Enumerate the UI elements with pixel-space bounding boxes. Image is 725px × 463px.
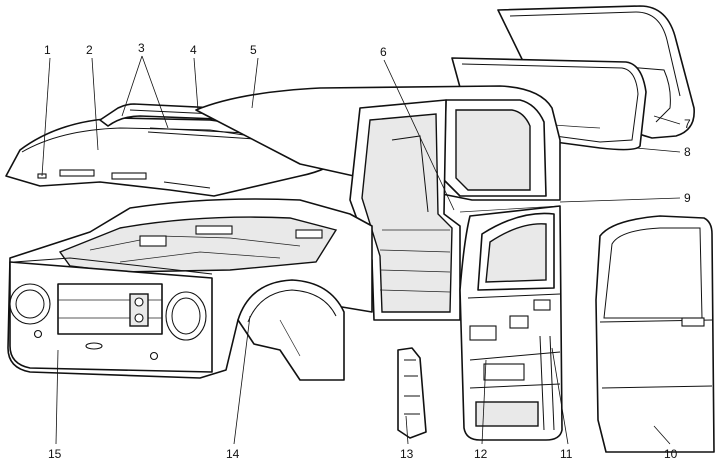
callouts: 1 2 3 4 5 6 7 8 9 10 11 12 13 14 15 [44, 41, 691, 461]
callout-10: 10 [664, 447, 678, 461]
callout-9: 9 [684, 191, 691, 205]
leader-lines [41, 55, 681, 445]
callout-4: 4 [190, 43, 197, 57]
callout-15: 15 [48, 447, 62, 461]
body-shell [7, 85, 561, 381]
callout-14: 14 [226, 447, 240, 461]
callout-3: 3 [138, 41, 145, 55]
callout-13: 13 [400, 447, 414, 461]
pillar-part [397, 347, 427, 439]
callout-1: 1 [44, 43, 51, 57]
callout-6: 6 [380, 45, 387, 59]
callout-11: 11 [560, 447, 573, 461]
callout-12: 12 [474, 447, 488, 461]
callout-5: 5 [250, 43, 257, 57]
front-door-outer [595, 215, 715, 453]
front-door-inner [459, 205, 563, 441]
callout-7: 7 [684, 117, 691, 131]
callout-2: 2 [86, 43, 93, 57]
callout-8: 8 [684, 145, 691, 159]
